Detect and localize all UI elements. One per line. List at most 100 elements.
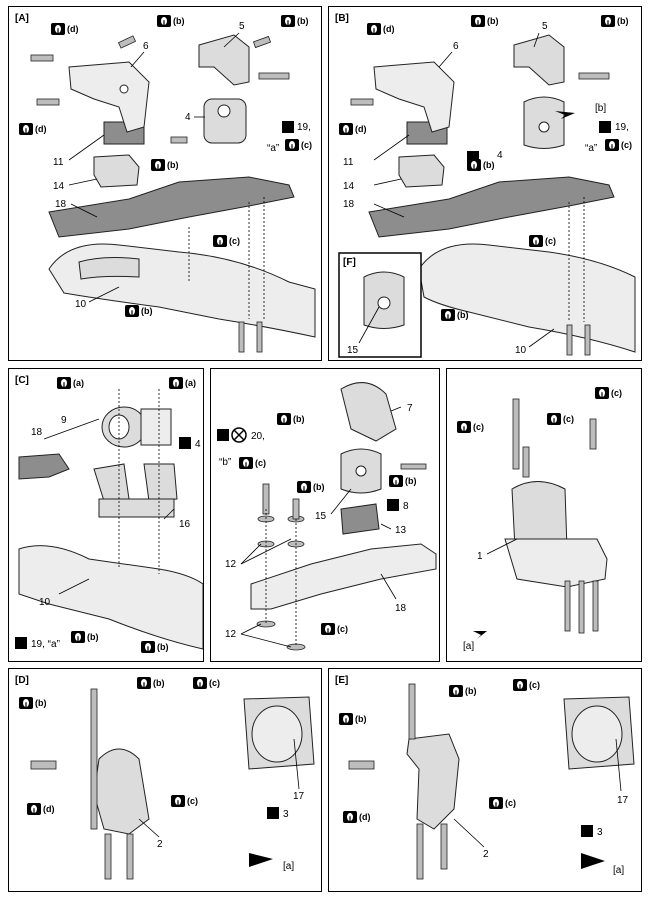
wrench-tag-d: (d): [19, 123, 47, 135]
panel-b: 5 6 4 11 14 18 10 [B] [b] 19, “a” [F] 15…: [328, 6, 642, 361]
part-label-18: 18: [395, 603, 407, 614]
wrench-tag-c: (c): [529, 235, 556, 247]
torque-value-3: 3: [597, 827, 603, 838]
wrench-tag-c: (c): [285, 139, 312, 151]
tighten-note: “a”: [585, 143, 597, 154]
panel-c-drawing: [C] 9 18 4 16 10 19, “a”: [15, 375, 203, 650]
wrench-tag-d: (d): [343, 811, 371, 823]
socket-wrench-icon: [449, 685, 463, 697]
bolt: [30, 54, 54, 62]
socket-wrench-icon: [137, 677, 151, 689]
wrench-tag-c: (c): [321, 623, 348, 635]
inset-label: [F]: [343, 257, 356, 268]
socket-wrench-icon: [171, 795, 185, 807]
panel-middle-drawing: 7 15 8 13 12 12 18 20, “b”: [217, 382, 437, 651]
wrench-tag-b: (b): [151, 159, 179, 171]
wrench-tag-b: (b): [449, 685, 477, 697]
wrench-tag-b: (b): [441, 309, 469, 321]
wrench-tag-c: (c): [513, 679, 540, 691]
panel-a: 5 6 4 11 14 18 10 [A] 19, “a” (d) (b) (b…: [8, 6, 322, 361]
part-label-17: 17: [293, 791, 305, 802]
part-label-1: 1: [477, 551, 483, 562]
part-label-14: 14: [343, 181, 355, 192]
socket-wrench-icon: [467, 159, 481, 171]
wrench-tag-d: (d): [27, 803, 55, 815]
wrench-tag-d: (d): [367, 23, 395, 35]
panel-b-drawing: 5 6 4 11 14 18 10 [B] [b] 19, “a” [F] 15: [335, 13, 636, 358]
wrench-tag-c: (c): [213, 235, 240, 247]
part-label-18: 18: [55, 199, 67, 210]
socket-wrench-icon: [19, 697, 33, 709]
part-label-6: 6: [453, 41, 459, 52]
wrench-tag-b: (b): [19, 697, 47, 709]
socket-wrench-icon: [27, 803, 41, 815]
part-label-2: 2: [157, 839, 163, 850]
wrench-tag-b: (b): [277, 413, 305, 425]
socket-wrench-icon: [457, 421, 471, 433]
panel-middle: 7 15 8 13 12 12 18 20, “b” (b) (c) (b) (…: [210, 368, 440, 662]
part-label-18: 18: [31, 427, 43, 438]
socket-wrench-icon: [343, 811, 357, 823]
panel-a-drawing: 5 6 4 11 14 18 10 [A] 19, “a”: [15, 13, 316, 353]
socket-wrench-icon: [471, 15, 485, 27]
part-label-12: 12: [225, 559, 237, 570]
socket-wrench-icon: [389, 475, 403, 487]
socket-wrench-icon: [239, 457, 253, 469]
part-label-15: 15: [315, 511, 327, 522]
torque-wrench-icon: [267, 807, 279, 819]
socket-wrench-icon: [141, 641, 155, 653]
wrench-tag-c: (c): [605, 139, 632, 151]
stopper-14: [93, 154, 140, 188]
socket-wrench-icon: [321, 623, 335, 635]
part-label-9: 9: [61, 415, 67, 426]
socket-wrench-icon: [297, 481, 311, 493]
panel-e: [E] 2 17 3 [a] (b) (b) (c) (c) (d): [328, 668, 642, 892]
tighten-note: “b”: [219, 457, 231, 468]
arrow-label-a: [a]: [283, 861, 294, 872]
part-label-5: 5: [239, 21, 245, 32]
socket-wrench-icon: [529, 235, 543, 247]
socket-wrench-icon: [339, 123, 353, 135]
bracket-5: [198, 34, 250, 86]
socket-wrench-icon: [213, 235, 227, 247]
panel-e-label: [E]: [335, 675, 348, 686]
wrench-tag-b: (b): [141, 641, 169, 653]
tighten-note: “a”: [267, 143, 279, 154]
socket-wrench-icon: [281, 15, 295, 27]
front-arrow-icon: [473, 631, 487, 639]
front-arrow-icon: [555, 111, 575, 119]
part-label-15: 15: [347, 345, 359, 356]
panel-d: [D] 2 17 3 [a] (b) (b) (c) (c) (d): [8, 668, 322, 892]
socket-wrench-icon: [125, 305, 139, 317]
socket-wrench-icon: [285, 139, 299, 151]
wrench-tag-c: (c): [171, 795, 198, 807]
bolt: [36, 98, 60, 106]
socket-wrench-icon: [71, 631, 85, 643]
arrow-label-b: [b]: [595, 103, 606, 114]
socket-wrench-icon: [19, 123, 33, 135]
panel-a-label: [A]: [15, 13, 29, 24]
part-label-16: 16: [179, 519, 191, 530]
part-label-10: 10: [515, 345, 527, 356]
mount-bracket-18: [48, 176, 295, 238]
part-label-7: 7: [407, 403, 413, 414]
part-label-8: 8: [403, 501, 409, 512]
torque-value: 19,: [615, 122, 629, 133]
part-label-14: 14: [53, 181, 65, 192]
panel-b-label: [B]: [335, 13, 349, 24]
socket-wrench-icon: [51, 23, 65, 35]
wrench-tag-b: (b): [125, 305, 153, 317]
part-label-10: 10: [75, 299, 87, 310]
torque-wrench-icon: [387, 499, 399, 511]
socket-wrench-icon: [513, 679, 527, 691]
panel-d-drawing: [D] 2 17 3 [a]: [15, 675, 315, 880]
front-arrow-icon: [581, 853, 605, 869]
panel-e-drawing: [E] 2 17 3 [a]: [335, 675, 635, 880]
socket-wrench-icon: [57, 377, 71, 389]
panel-right: 1 [a] (c) (c) (c): [446, 368, 642, 662]
torque-wrench-icon: [581, 825, 593, 837]
panel-d-label: [D]: [15, 675, 29, 686]
socket-wrench-icon: [489, 797, 503, 809]
socket-wrench-icon: [547, 413, 561, 425]
wrench-tag-c: (c): [489, 797, 516, 809]
